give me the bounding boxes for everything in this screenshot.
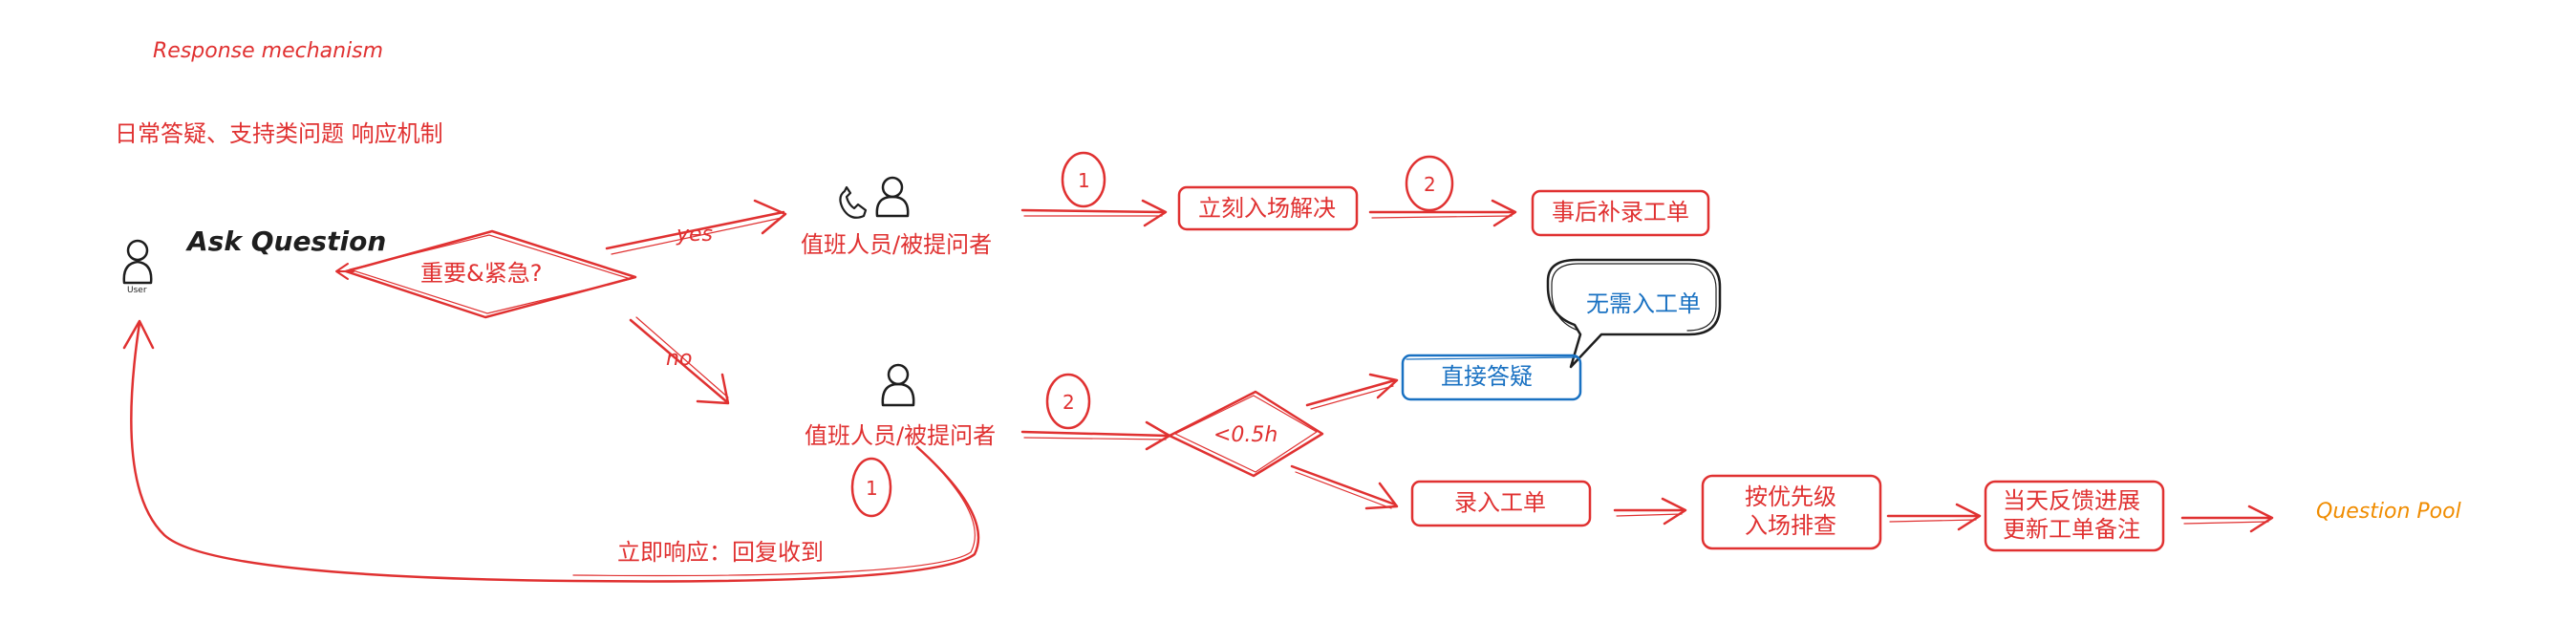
user-icon: User [122, 239, 153, 295]
decision-time: <0.5h [1168, 390, 1324, 478]
step-circle-top-2: 2 [1405, 155, 1454, 212]
backfill-ticket-label: 事后补录工单 [1552, 199, 1689, 225]
feedback-box: 当天反馈进展 更新工单备注 [1984, 480, 2165, 552]
step-number-top-1: 1 [1078, 169, 1090, 192]
arrow-into-decision [335, 263, 354, 280]
answer-directly-label: 直接答疑 [1441, 363, 1533, 390]
user-caption: User [127, 286, 147, 295]
duty-person-label-bottom: 值班人员/被提问者 [805, 422, 996, 449]
title: Response mechanism [153, 39, 383, 63]
priority-box: 按优先级 入场排查 [1701, 474, 1882, 550]
step-circle-top-1: 1 [1061, 151, 1106, 208]
arrow-to-enter-ticket [1290, 464, 1399, 510]
duty-person-label-top: 值班人员/被提问者 [801, 231, 992, 258]
callout-bubble: 无需入工单 [1546, 258, 1722, 369]
resolve-on-site-box: 立刻入场解决 [1177, 185, 1359, 231]
arrow-to-backfill [1368, 199, 1517, 227]
arrow-to-question-pool [2180, 504, 2274, 533]
decision-urgent-label: 重要&紧急? [420, 260, 542, 287]
backfill-ticket-box: 事后补录工单 [1531, 189, 1710, 237]
arrow-to-answer-directly [1305, 373, 1399, 410]
feedback-label-line1: 当天反馈进展 [2003, 487, 2140, 514]
step-circle-bottom-2: 2 [1045, 373, 1091, 430]
step-number-bottom-2: 2 [1063, 391, 1075, 414]
arrow-to-feedback [1886, 503, 1982, 531]
question-pool-label: Question Pool [2316, 500, 2461, 524]
callout-no-ticket-label: 无需入工单 [1586, 290, 1701, 317]
duty-person-icon-top [875, 176, 910, 218]
decision-time-label: <0.5h [1213, 423, 1277, 447]
enter-ticket-label: 录入工单 [1454, 489, 1546, 516]
immediate-response-label: 立即响应：回复收到 [617, 539, 824, 566]
step-circle-bottom-1: 1 [850, 457, 892, 518]
step-number-bottom-1: 1 [866, 477, 878, 500]
arrow-to-priority [1613, 497, 1687, 526]
edge-yes-label: yes [676, 223, 713, 247]
edge-no-label: no [666, 347, 692, 371]
arrow-to-resolve [1020, 199, 1168, 227]
arrow-yes [605, 199, 787, 255]
answer-directly-box: 直接答疑 [1401, 354, 1582, 401]
arrow-to-time-decision [1020, 420, 1171, 451]
ask-question-label: Ask Question [185, 225, 386, 257]
priority-label-line1: 按优先级 [1745, 483, 1836, 510]
step-number-top-2: 2 [1424, 173, 1436, 196]
priority-label-line2: 入场排查 [1745, 512, 1836, 539]
feedback-label-line2: 更新工单备注 [2003, 516, 2140, 543]
phone-icon [839, 185, 868, 219]
decision-urgent: 重要&紧急? [344, 229, 637, 319]
duty-person-icon-bottom [881, 363, 915, 407]
arrow-loop-back-to-user [122, 319, 980, 583]
resolve-on-site-label: 立刻入场解决 [1198, 195, 1336, 222]
arrow-no [629, 316, 730, 405]
subtitle: 日常答疑、支持类问题 响应机制 [115, 120, 443, 147]
enter-ticket-box: 录入工单 [1410, 480, 1592, 527]
